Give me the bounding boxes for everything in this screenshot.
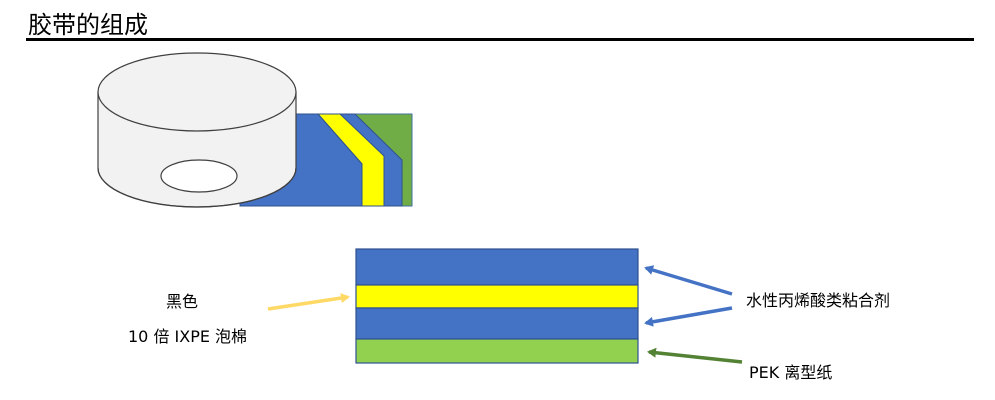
label-foam-type: 10 倍 IXPE 泡棉 [128, 327, 248, 346]
roll-top [97, 52, 297, 132]
layer-liner [355, 338, 639, 364]
arrow-adhesive-bottom [644, 306, 733, 327]
roll-core-hole [160, 159, 238, 193]
arrow-adhesive-top [644, 265, 733, 296]
page-title: 胶带的组成 [28, 11, 148, 39]
layer-stack [355, 248, 639, 364]
label-foam-color: 黑色 [166, 292, 199, 311]
arrow-liner [647, 347, 743, 364]
title-underline [26, 38, 974, 41]
label-liner: PEK 离型纸 [749, 363, 833, 382]
layer-adhesive-bottom [355, 307, 639, 340]
tape-roll-illustration [97, 52, 297, 208]
layer-foam [355, 284, 639, 309]
arrow-foam [267, 293, 350, 311]
label-adhesive: 水性丙烯酸类粘合剂 [746, 291, 891, 310]
layer-adhesive-top [355, 248, 639, 286]
roll-bottom-edge [97, 167, 297, 208]
